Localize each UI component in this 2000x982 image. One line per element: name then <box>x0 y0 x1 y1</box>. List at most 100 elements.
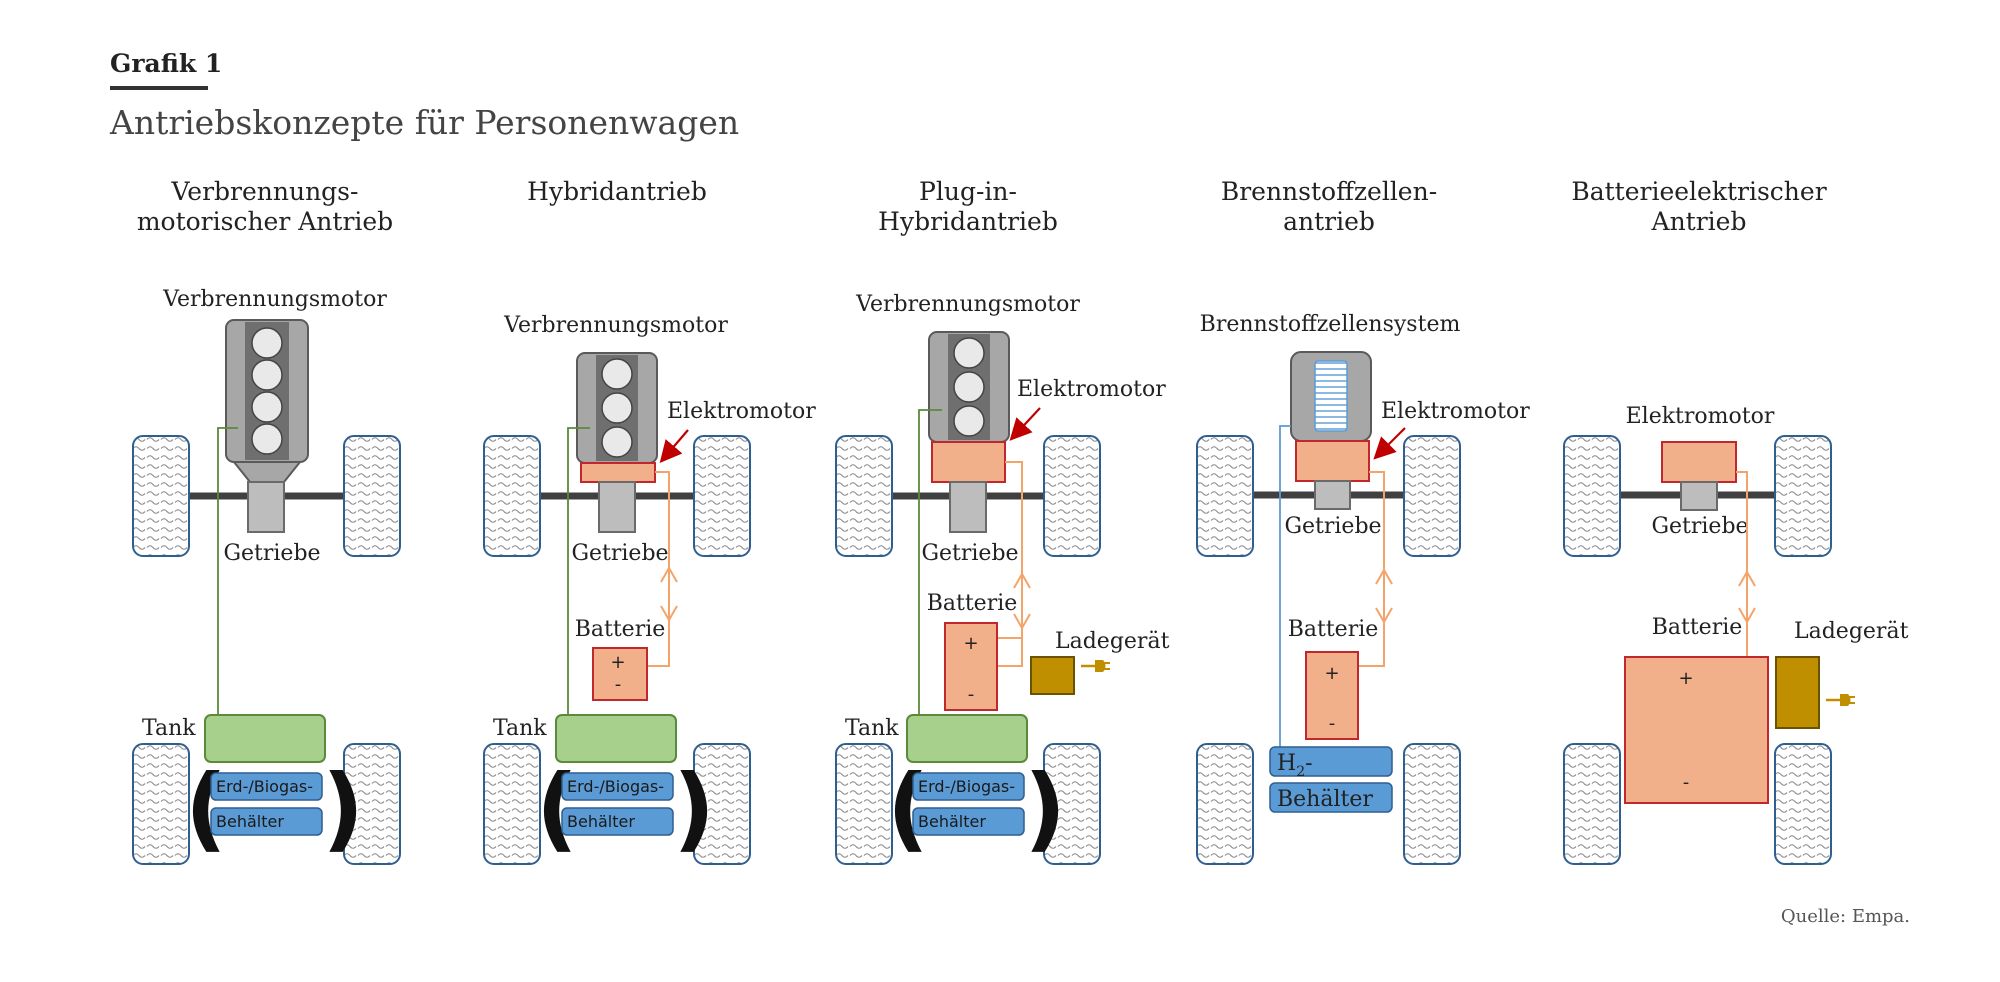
battery-label: Batterie <box>1652 615 1743 640</box>
battery-plus: + <box>1324 663 1339 684</box>
flow-arrow-down <box>1013 613 1031 631</box>
tire-icon <box>835 435 893 557</box>
tire-icon <box>693 435 751 557</box>
gearbox-label: Getriebe <box>921 541 1018 566</box>
gas-container-icon <box>210 772 323 801</box>
tire-icon <box>343 435 401 557</box>
charger-label: Ladegerät <box>1794 619 1909 644</box>
column-plugin-hybrid: Plug-in- Hybridantrieb Verbrennungsmotor… <box>835 177 1170 865</box>
charger-icon <box>1030 656 1075 695</box>
engine-icon <box>576 352 658 464</box>
tire-icon <box>483 435 541 557</box>
source-note: Quelle: Empa. <box>1781 906 1910 927</box>
fuel-cell-icon <box>1290 351 1372 442</box>
gas-container-icon <box>210 807 323 836</box>
fuel-tank-icon <box>906 714 1028 763</box>
tire-icon <box>1403 743 1461 865</box>
tire-icon <box>835 743 893 865</box>
battery-label: Batterie <box>575 617 666 642</box>
column-heading: Hybridantrieb <box>527 177 707 206</box>
battery-label: Batterie <box>1288 617 1379 642</box>
battery-minus: - <box>615 674 622 695</box>
gearbox-icon <box>1680 481 1718 511</box>
tire-icon <box>1196 743 1254 865</box>
battery-minus: - <box>1329 713 1336 734</box>
plug-icon <box>1079 658 1112 674</box>
tire-icon <box>132 435 190 557</box>
emotor-pointer <box>659 429 689 464</box>
gearbox-icon <box>598 481 636 533</box>
flow-arrow-up <box>660 565 678 583</box>
container-label-line-2: Behälter <box>567 812 635 831</box>
hydrogen-container-icon <box>1269 782 1393 813</box>
figure-label: Grafik 1 <box>110 49 222 78</box>
battery-icon <box>944 622 998 711</box>
container-label-line-1: Erd-/Biogas- <box>918 777 1015 796</box>
paren-close: ) <box>1024 755 1066 862</box>
engine-icon <box>225 319 309 483</box>
flow-arrow-down <box>1375 607 1393 625</box>
flow-arrow-down <box>660 605 678 623</box>
engine-label: Verbrennungsmotor <box>503 313 728 338</box>
flow-arrow-up <box>1375 567 1393 585</box>
charger-label: Ladegerät <box>1055 629 1170 654</box>
column-heading-line-1: Plug-in- <box>919 177 1017 206</box>
gearbox-icon <box>949 481 987 533</box>
tank-label: Tank <box>845 716 899 741</box>
column-heading-line-2: motorischer Antrieb <box>137 207 393 236</box>
fuel-line <box>918 409 942 715</box>
tire-icon <box>1043 435 1101 557</box>
battery-minus: - <box>1683 772 1690 793</box>
electric-motor-icon <box>580 462 656 483</box>
emotor-label: Elektromotor <box>1017 377 1166 402</box>
gearbox-icon <box>247 481 285 533</box>
electric-motor-icon <box>1661 441 1737 483</box>
fuel-tank-icon <box>204 714 326 763</box>
battery-minus: - <box>968 684 975 705</box>
gas-container-icon <box>912 807 1025 836</box>
battery-icon <box>1624 656 1769 804</box>
electric-line <box>996 461 1023 667</box>
tank-label: Tank <box>493 716 547 741</box>
fuelcell-label: Brennstoffzellensystem <box>1200 312 1461 337</box>
container-label-line-1: Erd-/Biogas- <box>567 777 664 796</box>
column-heading-line-2: antrieb <box>1283 207 1375 236</box>
tire-icon <box>1774 743 1832 865</box>
electric-line <box>1736 471 1748 657</box>
emotor-label: Elektromotor <box>1626 404 1775 429</box>
page-title: Antriebskonzepte für Personenwagen <box>109 103 739 142</box>
battery-plus: + <box>963 633 978 654</box>
column-heading-line-1: Brennstoffzellen- <box>1221 177 1437 206</box>
gearbox-label: Getriebe <box>1284 514 1381 539</box>
plug-icon <box>1824 692 1857 708</box>
column-heading-line-1: Batterieelektrischer <box>1571 177 1826 206</box>
h2-container-label: Behälter <box>1277 787 1373 812</box>
column-combustion: Verbrennungs- motorischer Antrieb Verbre… <box>132 177 401 865</box>
electric-motor-icon <box>931 441 1006 483</box>
tire-icon <box>1563 435 1621 557</box>
flow-arrow-up <box>1013 571 1031 589</box>
engine-icon <box>928 331 1010 443</box>
tire-icon <box>1196 435 1254 557</box>
column-battery-electric: Batterieelektrischer Antrieb Elektromoto… <box>1563 177 1909 865</box>
emotor-pointer <box>1009 407 1041 441</box>
tire-icon <box>132 743 190 865</box>
tire-icon <box>483 743 541 865</box>
charger-icon <box>1775 656 1820 729</box>
container-label-line-2: Behälter <box>216 812 284 831</box>
emotor-label: Elektromotor <box>667 399 816 424</box>
paren-close: ) <box>673 755 715 862</box>
emotor-label: Elektromotor <box>1381 399 1530 424</box>
gas-container-icon <box>561 807 674 836</box>
column-fuel-cell: Brennstoffzellen- antrieb Brennstoffzell… <box>1196 177 1530 865</box>
battery-plus: + <box>610 652 625 673</box>
gearbox-label: Getriebe <box>223 541 320 566</box>
container-label-line-2: Behälter <box>918 812 986 831</box>
gearbox-label: Getriebe <box>1651 514 1748 539</box>
battery-plus: + <box>1678 668 1693 689</box>
fuel-line <box>567 427 590 715</box>
gearbox-label: Getriebe <box>571 541 668 566</box>
tire-icon <box>1563 743 1621 865</box>
gas-container-icon <box>912 772 1025 801</box>
